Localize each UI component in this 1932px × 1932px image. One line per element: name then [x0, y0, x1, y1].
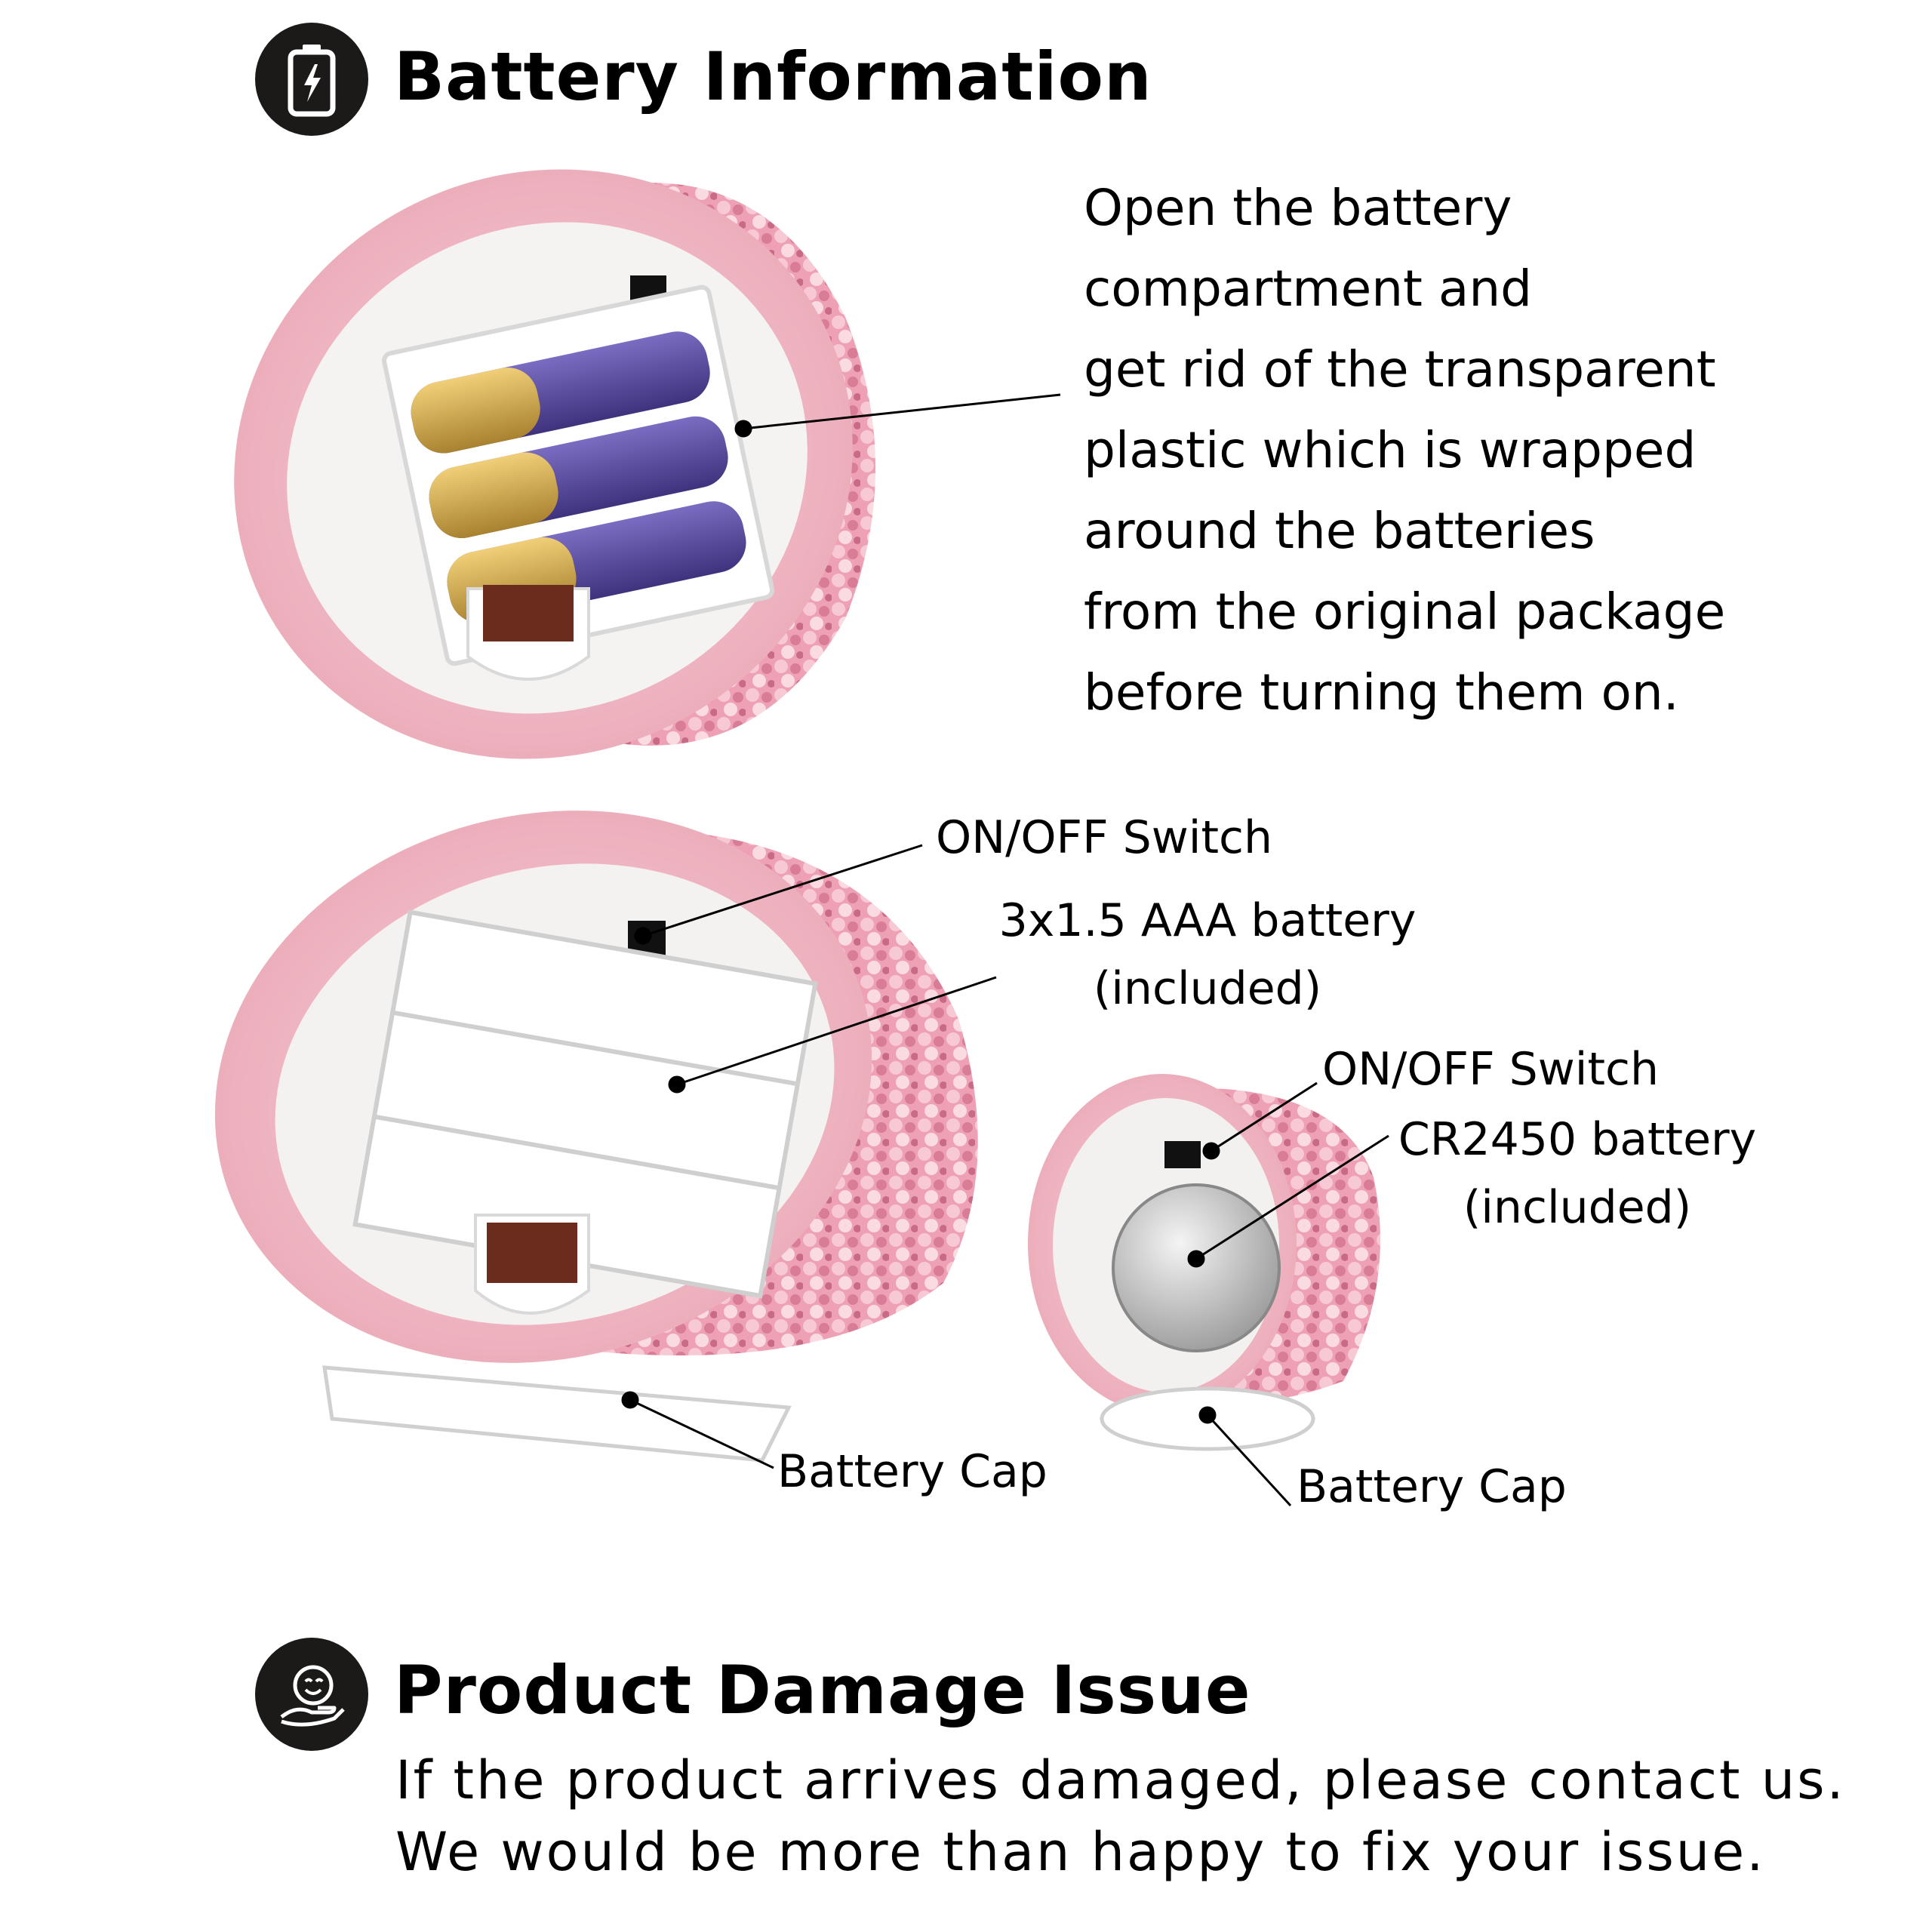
- instruction-line: compartment and: [1084, 260, 1533, 318]
- candle-small: [1028, 1074, 1380, 1451]
- battery-instructions: Open the battery compartment and get rid…: [1084, 168, 1725, 733]
- instruction-line: before turning them on.: [1084, 663, 1679, 721]
- battery-badge: [255, 23, 368, 136]
- large-switch-label: ON/OFF Switch: [936, 811, 1273, 864]
- coin-battery-label: CR2450 battery (included): [1392, 1106, 1762, 1241]
- coin-battery-line: (included): [1463, 1181, 1692, 1234]
- instruction-line: around the batteries: [1084, 502, 1595, 560]
- aaa-battery-label: 3x1.5 AAA battery (included): [989, 887, 1426, 1023]
- small-battery-cap-label: Battery Cap: [1297, 1460, 1567, 1513]
- instruction-line: plastic which is wrapped: [1084, 421, 1697, 479]
- battery-info-title: Battery Information: [394, 38, 1152, 115]
- damage-line: If the product arrives damaged, please c…: [395, 1749, 1846, 1811]
- damage-line: We would be more than happy to fix your …: [395, 1821, 1766, 1883]
- instruction-line: get rid of the transparent: [1084, 340, 1716, 398]
- candle-large: [214, 811, 978, 1463]
- aaa-battery-line: 3x1.5 AAA battery: [998, 894, 1417, 947]
- instruction-line: Open the battery: [1084, 179, 1512, 237]
- callout-leaders: [621, 393, 1389, 1507]
- battery-charging-icon: [288, 45, 336, 117]
- aaa-battery-line: (included): [1093, 962, 1322, 1015]
- coin-battery-line: CR2450 battery: [1398, 1113, 1757, 1166]
- large-battery-cap-label: Battery Cap: [777, 1445, 1048, 1498]
- instruction-line: from the original package: [1084, 583, 1726, 641]
- damage-message: If the product arrives damaged, please c…: [395, 1745, 1846, 1888]
- small-switch-label: ON/OFF Switch: [1322, 1043, 1660, 1096]
- damage-badge: [255, 1638, 368, 1751]
- damage-title: Product Damage Issue: [394, 1651, 1251, 1729]
- candle-top: [234, 169, 875, 759]
- smile-hand-icon: [280, 1665, 345, 1727]
